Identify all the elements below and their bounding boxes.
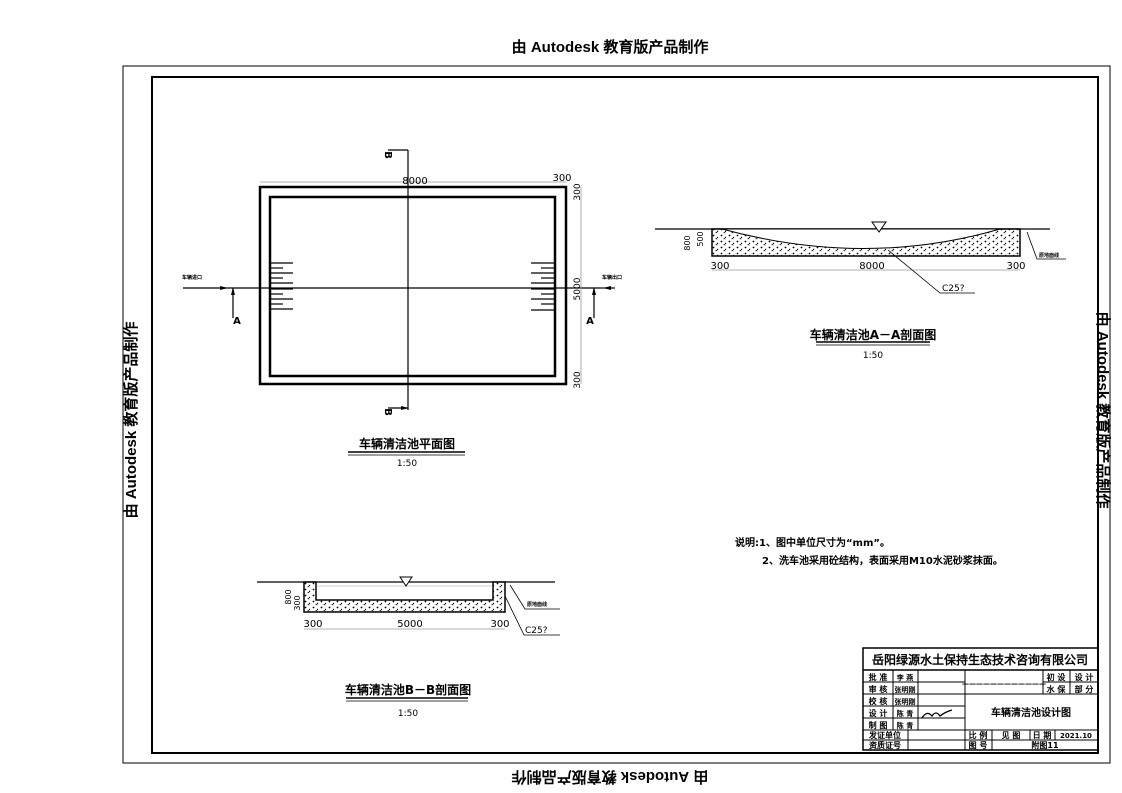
exit-label: 车辆出口: [602, 274, 622, 281]
aa-title: 车辆清洁池A－A剖面图: [810, 327, 937, 342]
stage-label: 水 保: [1046, 684, 1067, 694]
role-name: 李 燕: [896, 673, 913, 682]
section-b-top: B: [382, 151, 393, 159]
aa-dim-left: 300: [710, 261, 729, 272]
aa-dim-right: 300: [1006, 261, 1025, 272]
date-label: 日 期: [1033, 730, 1052, 740]
project-name: ————————————: [962, 680, 1046, 688]
plan-dim-width: 5000: [573, 277, 583, 300]
role-label: 批 准: [869, 672, 888, 682]
section-a-right: A: [586, 316, 594, 327]
plan-dim-wall-bottom: 300: [573, 371, 583, 388]
role-label: 校 核: [869, 696, 888, 706]
role-label: 设 计: [869, 708, 888, 718]
role-label: 制 图: [869, 720, 888, 730]
aa-material: C25?: [942, 284, 965, 294]
title-block: 岳阳绿源水土保持生态技术咨询有限公司 批 准 审 核 校 核 设 计 制 图 李…: [862, 647, 1099, 751]
cert-no-label: 资质证号: [869, 740, 901, 750]
role-label: 审 核: [869, 684, 888, 694]
drawing-no-value: 附图11: [1031, 740, 1059, 750]
cert-unit-label: 发证单位: [868, 730, 901, 740]
scale-label: 比 例: [969, 730, 988, 740]
section-aa: 300 8000 300 800 500 C25? 原地面线 车辆清洁池A－A剖…: [655, 221, 1066, 361]
role-name: 张明刚: [895, 697, 916, 706]
plan-dim-length: 8000: [402, 176, 427, 187]
section-b-bottom: B: [382, 408, 393, 416]
role-name: 张明刚: [895, 685, 916, 694]
stage-label: 部 分: [1075, 684, 1094, 694]
inner-frame: [151, 76, 1099, 754]
outer-border: [122, 65, 1111, 764]
section-bb: 300 5000 300 800 300 原地面线 C25? 车辆清洁池B－B剖…: [257, 576, 560, 719]
plan-dim-wall: 300: [552, 173, 571, 184]
signature: [921, 709, 953, 719]
bb-depth-inner: 300: [293, 595, 302, 610]
drawing-title: 车辆清洁池设计图: [991, 706, 1071, 719]
aa-scale: 1:50: [863, 351, 883, 361]
bb-dim-left: 300: [303, 619, 322, 630]
plan-scale: 1:50: [397, 459, 417, 469]
role-name: 陈 青: [897, 709, 913, 718]
aa-depth-total: 800: [683, 235, 692, 250]
aa-dim-mid: 8000: [859, 261, 884, 272]
bb-scale: 1:50: [398, 709, 418, 719]
stage-label: 设 计: [1075, 672, 1094, 682]
note-line-1: 说明:1、图中单位尺寸为“mm”。: [735, 536, 890, 549]
aa-ground-label: 原地面线: [1039, 252, 1059, 259]
watermark-right: 由 Autodesk 教育版产品制作: [1094, 312, 1112, 509]
plan-dim-wall-top: 300: [573, 183, 583, 200]
watermark-left: 由 Autodesk 教育版产品制作: [122, 322, 140, 519]
stage-label: 初 设: [1047, 672, 1066, 682]
role-name: 陈 青: [897, 721, 913, 730]
bb-depth-total: 800: [284, 589, 293, 604]
bb-material: C25?: [525, 626, 548, 636]
bb-dim-mid: 5000: [397, 619, 422, 630]
bb-title: 车辆清洁池B－B剖面图: [345, 682, 471, 697]
date-value: 2021.10: [1060, 732, 1092, 740]
note-line-2: 2、洗车池采用砼结构，表面采用M10水泥砂浆抹面。: [762, 554, 1003, 567]
plan-title: 车辆清洁池平面图: [359, 436, 455, 451]
watermark-top: 由 Autodesk 教育版产品制作: [512, 38, 709, 56]
plan-view: 8000 300 5000 300 300 A A B B 车辆进口 车辆出口 …: [182, 149, 622, 469]
watermark-bottom: 由 Autodesk 教育版产品制作: [512, 768, 709, 786]
bb-dim-right: 300: [490, 619, 509, 630]
entrance-label: 车辆进口: [182, 274, 202, 281]
scale-value: 见 图: [1002, 731, 1021, 740]
section-a-left: A: [233, 316, 241, 327]
drawing-no-label: 图 号: [969, 741, 988, 750]
bb-ground-label: 原地面线: [527, 601, 547, 608]
aa-depth-inner: 500: [696, 231, 705, 246]
company-name: 岳阳绿源水土保持生态技术咨询有限公司: [872, 652, 1088, 667]
